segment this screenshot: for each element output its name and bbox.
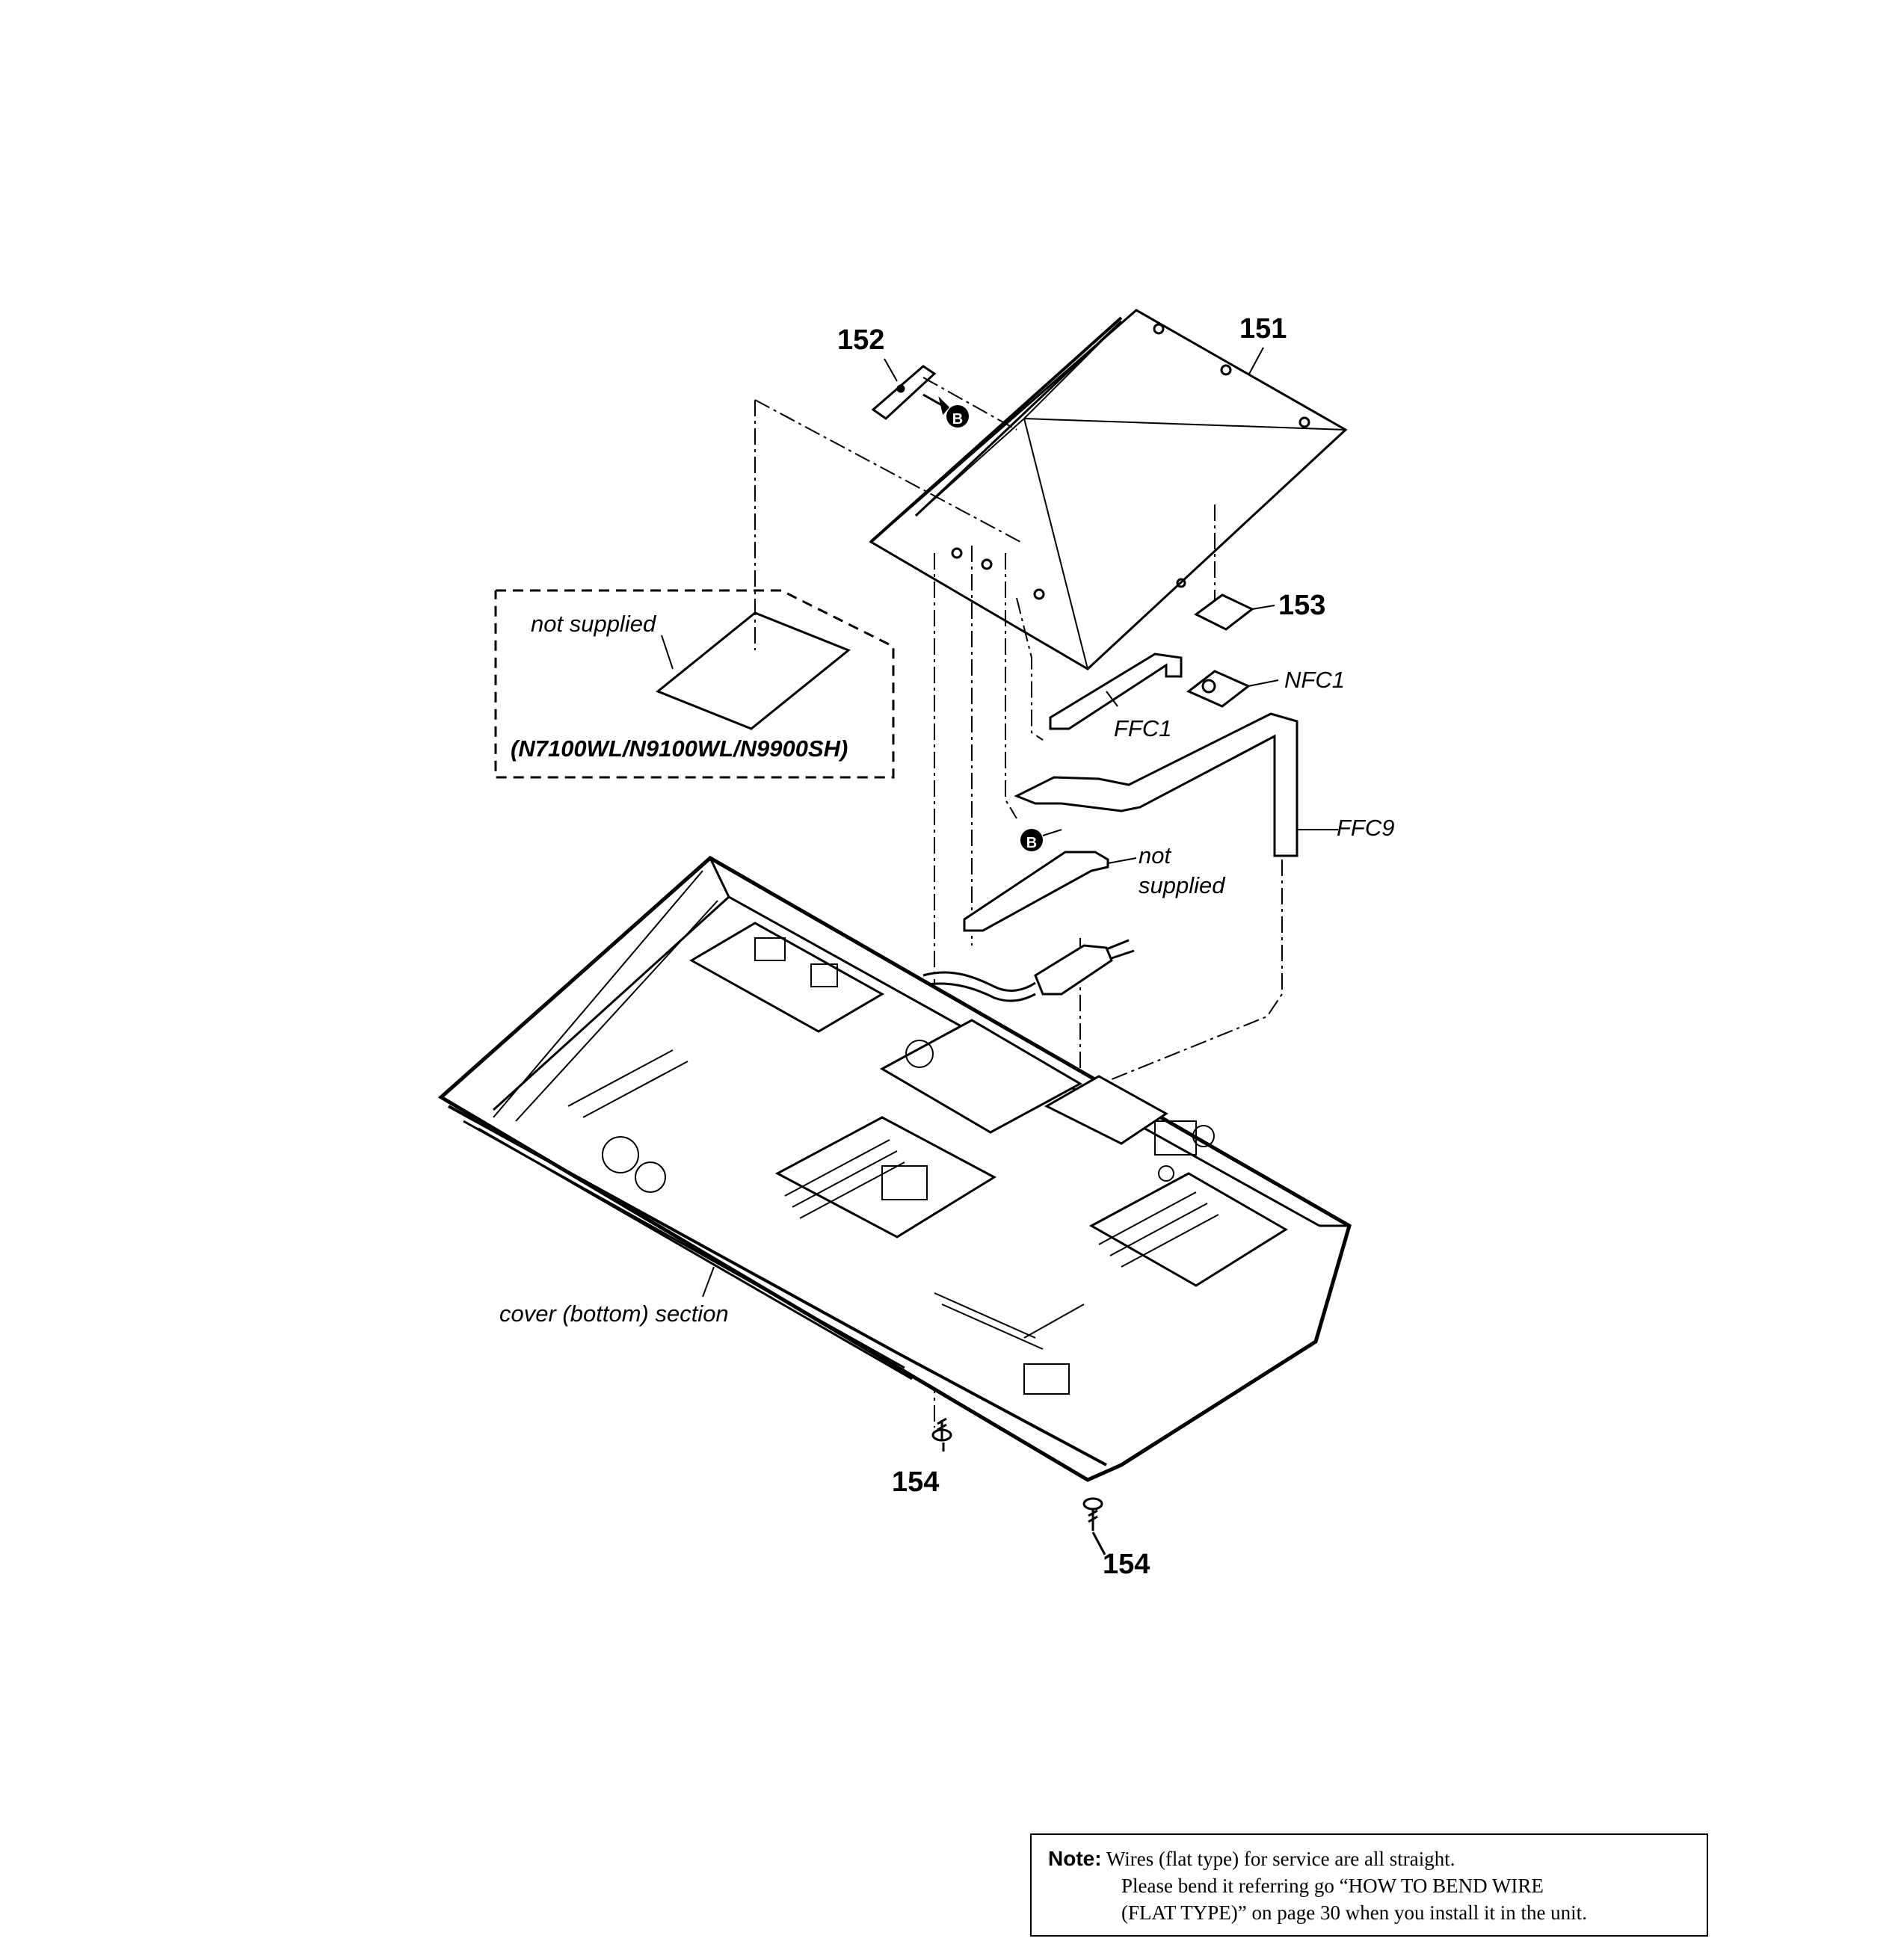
note-line-1: Wires (flat type) for service are all st… bbox=[1106, 1848, 1455, 1870]
power-cord bbox=[915, 939, 1135, 1002]
nfc1-board bbox=[1186, 670, 1251, 708]
svg-text:B: B bbox=[1026, 835, 1037, 851]
not-supplied-box bbox=[494, 589, 895, 779]
label-ffc1: FFC1 bbox=[1114, 715, 1172, 741]
screw-154-left bbox=[931, 1417, 952, 1451]
label-nfc1: NFC1 bbox=[1284, 667, 1345, 693]
part-number-154-left: 154 bbox=[892, 1466, 939, 1498]
not-supplied-wire bbox=[963, 851, 1109, 932]
part-number-153: 153 bbox=[1278, 590, 1325, 621]
part-number-154-right: 154 bbox=[1103, 1549, 1150, 1580]
label-not-supplied-wire-2: supplied bbox=[1139, 872, 1226, 898]
bracket-152 bbox=[871, 365, 950, 420]
cover-bottom-section bbox=[437, 855, 1352, 1482]
ffc1-cable bbox=[1049, 653, 1183, 730]
note-line-3: (FLAT TYPE)” on page 30 when you install… bbox=[1121, 1901, 1587, 1924]
label-ffc9: FFC9 bbox=[1337, 815, 1395, 841]
label-not-supplied-wire-1: not bbox=[1139, 842, 1171, 869]
leader-lines bbox=[702, 347, 1338, 1298]
ffc9-cable bbox=[1014, 712, 1298, 857]
sheet-153 bbox=[1194, 593, 1254, 631]
note-heading: Note: bbox=[1048, 1847, 1102, 1870]
top-cover-151 bbox=[869, 309, 1348, 670]
label-not-supplied: not supplied bbox=[531, 611, 657, 637]
reference-b-marker: B bbox=[946, 405, 969, 428]
label-cover-bottom-section: cover (bottom) section bbox=[499, 1301, 729, 1327]
service-note: Note: Wires (flat type) for service are … bbox=[1030, 1833, 1708, 1937]
note-line-2: Please bend it referring go “HOW TO BEND… bbox=[1121, 1875, 1544, 1897]
reference-b-marker-2: B bbox=[1020, 829, 1062, 851]
screw-154-right bbox=[1082, 1497, 1106, 1555]
svg-text:B: B bbox=[952, 411, 963, 428]
part-number-152: 152 bbox=[837, 324, 884, 356]
part-number-151: 151 bbox=[1239, 313, 1287, 345]
label-models: (N7100WL/N9100WL/N9900SH) bbox=[511, 735, 848, 762]
